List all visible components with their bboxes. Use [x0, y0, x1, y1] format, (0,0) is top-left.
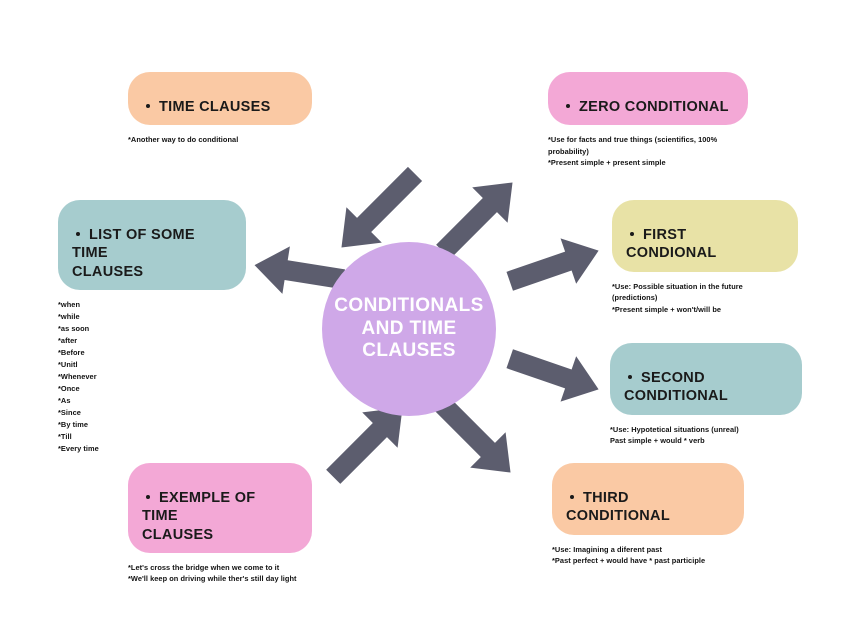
node-time-clauses-body: *Another way to do conditional — [128, 135, 239, 145]
bullet-dot-icon — [566, 103, 570, 108]
arrow-right-lower — [506, 349, 599, 402]
central-topic-node[interactable]: CONDITIONALS AND TIME CLAUSES — [322, 242, 496, 416]
node-exemple-of-time-clauses-body: *Let's cross the bridge when we come to … — [128, 562, 297, 584]
node-time-clauses[interactable]: TIME CLAUSES *Another way to do conditio… — [128, 72, 428, 146]
time-clause-list: *when *while *as soon *after *Before *Unitl *W… — [58, 299, 298, 455]
node-second-conditional-body: *Use: Hypotetical situations (unreal) Pa… — [610, 424, 739, 446]
list-item: *As — [58, 395, 71, 405]
node-first-condional-title: FIRST CONDIONAL — [626, 227, 717, 262]
list-item: *Whenever — [58, 371, 97, 381]
node-third-conditional[interactable]: THIRD CONDITIONAL *Use: Imagining a dife… — [552, 463, 842, 567]
node-exemple-of-time-clauses[interactable]: EXEMPLE OF TIME CLAUSES *Let's cross the… — [128, 463, 428, 585]
node-zero-conditional-body: *Use for facts and true things (scientif… — [548, 135, 718, 168]
node-list-of-some-time-clauses-header[interactable]: LIST OF SOME TIME CLAUSES — [58, 200, 246, 290]
bullet-dot-icon — [146, 103, 150, 108]
node-second-conditional[interactable]: SECOND CONDITIONAL *Use: Hypotetical sit… — [610, 343, 842, 447]
node-third-conditional-title: THIRD CONDITIONAL — [566, 490, 670, 525]
node-third-conditional-body: *Use: Imagining a diferent past *Past pe… — [552, 544, 706, 566]
node-exemple-of-time-clauses-header[interactable]: EXEMPLE OF TIME CLAUSES — [128, 463, 312, 553]
node-first-condional[interactable]: FIRST CONDIONAL *Use: Possible situation… — [612, 200, 842, 315]
list-item: *By time — [58, 419, 88, 429]
list-item: *Unitl — [58, 359, 78, 369]
node-zero-conditional-header[interactable]: ZERO CONDITIONAL — [548, 72, 748, 126]
node-zero-conditional-title: ZERO CONDITIONAL — [579, 99, 729, 116]
node-second-conditional-title: SECOND CONDITIONAL — [624, 370, 728, 405]
node-time-clauses-header[interactable]: TIME CLAUSES — [128, 72, 312, 126]
bullet-dot-icon — [630, 231, 634, 236]
bullet-dot-icon — [146, 494, 150, 499]
list-item: *Once — [58, 383, 80, 393]
list-item: *as soon — [58, 323, 90, 333]
central-topic-label: CONDITIONALS AND TIME CLAUSES — [334, 295, 484, 362]
node-list-of-some-time-clauses[interactable]: LIST OF SOME TIME CLAUSES *when *while *as… — [58, 200, 298, 455]
list-item: *Till — [58, 431, 72, 441]
list-item: *when — [58, 299, 81, 309]
arrow-right-upper — [506, 238, 599, 291]
list-item: *Every time — [58, 443, 99, 453]
list-item: *after — [58, 335, 78, 345]
list-item: *Before — [58, 347, 85, 357]
bullet-dot-icon — [628, 374, 632, 379]
node-exemple-of-time-clauses-title: EXEMPLE OF TIME CLAUSES — [142, 490, 256, 543]
bullet-dot-icon — [570, 494, 574, 499]
node-first-condional-header[interactable]: FIRST CONDIONAL — [612, 200, 798, 272]
node-first-condional-body: *Use: Possible situation in the future (… — [612, 281, 743, 314]
node-second-conditional-header[interactable]: SECOND CONDITIONAL — [610, 343, 802, 415]
list-item: *while — [58, 311, 80, 321]
list-item: *Since — [58, 407, 81, 417]
node-time-clauses-title: TIME CLAUSES — [159, 99, 271, 116]
node-zero-conditional[interactable]: ZERO CONDITIONAL *Use for facts and true… — [548, 72, 838, 169]
node-list-of-some-time-clauses-title: LIST OF SOME TIME CLAUSES — [72, 227, 195, 280]
bullet-dot-icon — [76, 231, 80, 236]
node-third-conditional-header[interactable]: THIRD CONDITIONAL — [552, 463, 744, 535]
